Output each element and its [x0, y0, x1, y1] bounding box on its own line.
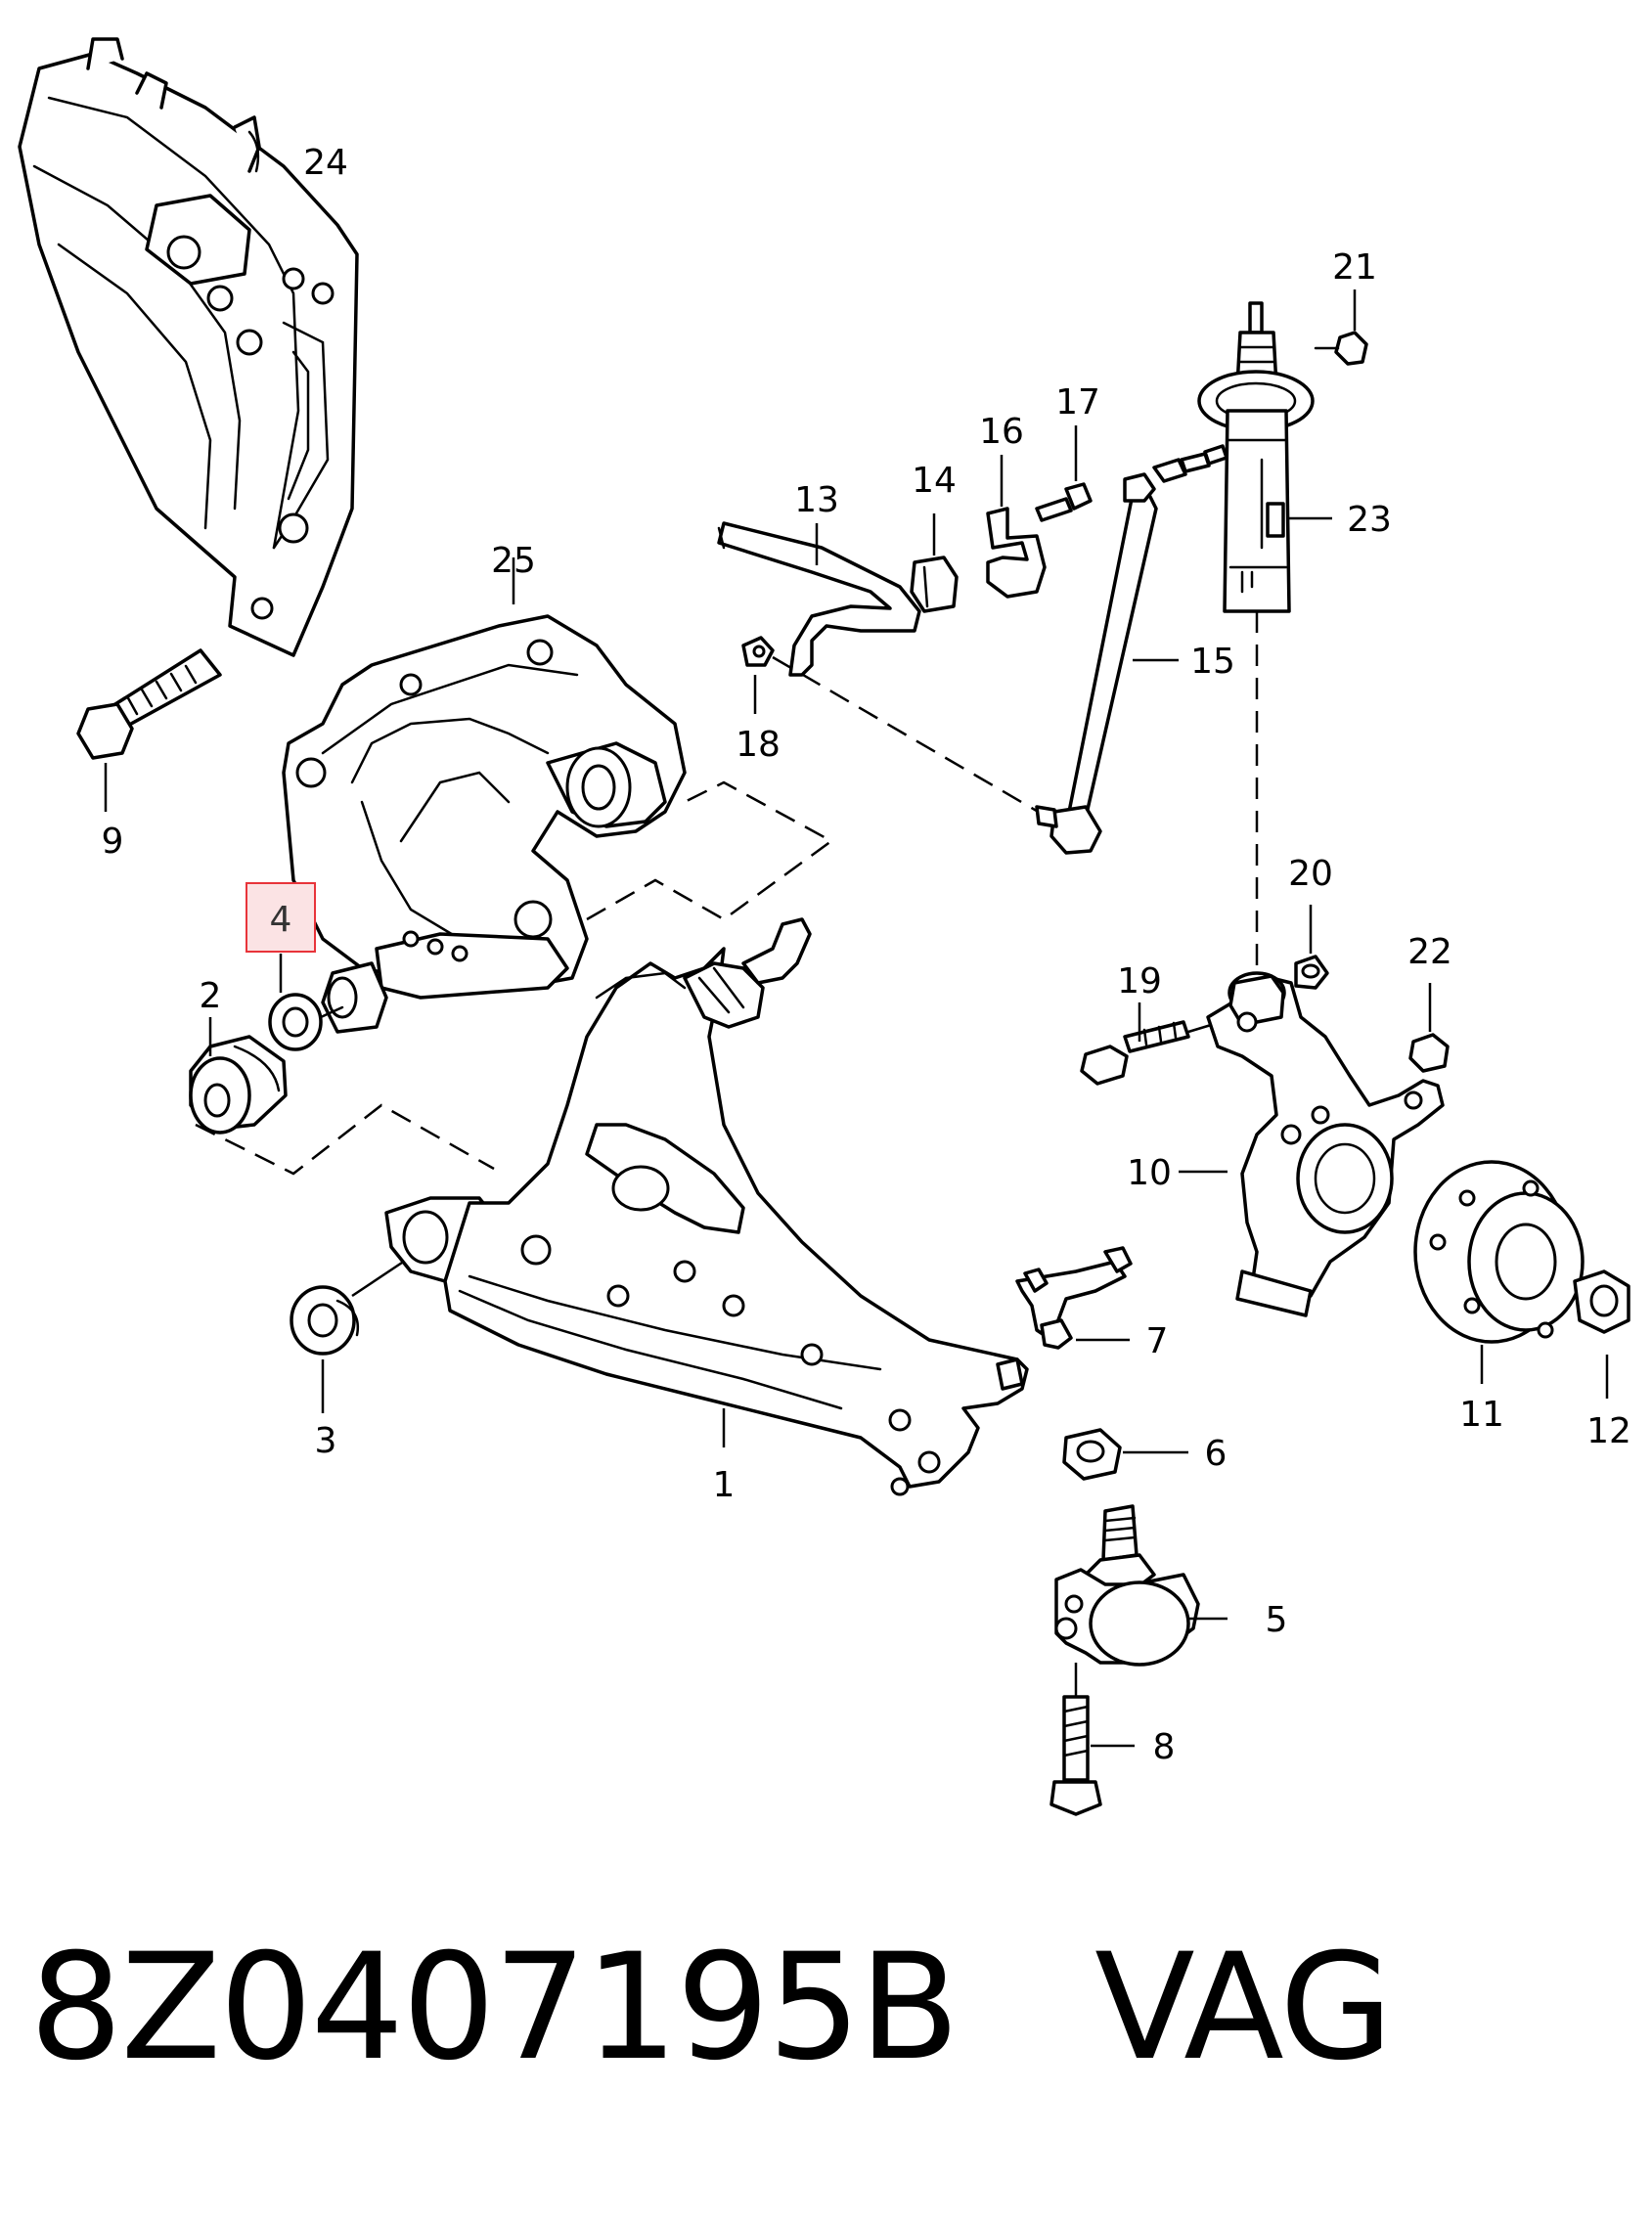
- callout-4-highlight-box: [246, 882, 316, 953]
- callout-17: 17: [1055, 382, 1100, 423]
- part-7-nut-plate: [1015, 1246, 1133, 1350]
- callout-5: 5: [1266, 1600, 1288, 1640]
- callout-13: 13: [794, 480, 839, 520]
- callout-19: 19: [1117, 961, 1162, 1001]
- callout-16: 16: [979, 412, 1024, 452]
- callout-2: 2: [200, 976, 222, 1016]
- callout-labels: 24 9 25 2 3 1 13 14 16 17 18 15 21 23 20…: [102, 143, 1631, 1767]
- callout-15: 15: [1190, 642, 1235, 682]
- callout-9: 9: [102, 822, 124, 862]
- callout-12: 12: [1586, 1411, 1631, 1451]
- part-20-nut: [1294, 905, 1329, 990]
- part-10-steering-knuckle: [1179, 971, 1445, 1317]
- part-8-bolt: [1049, 1663, 1135, 1816]
- part-21-nut: [1314, 289, 1368, 366]
- part-16-clamp: [986, 455, 1047, 599]
- part-11-wheel-hub: [1413, 1160, 1585, 1384]
- callout-10: 10: [1127, 1153, 1172, 1193]
- part-2-bushing: [189, 1017, 495, 1176]
- callout-18: 18: [736, 725, 781, 765]
- callout-22: 22: [1407, 932, 1452, 972]
- callout-8: 8: [1153, 1727, 1176, 1767]
- part-6-nut: [1062, 1428, 1188, 1481]
- part-18-nut: [741, 636, 1048, 819]
- part-22-nut: [1408, 983, 1450, 1073]
- part-17-bolt: [1035, 425, 1093, 522]
- brand-name: VAG: [1094, 1923, 1393, 2093]
- part-1-control-arm: [384, 780, 1259, 1496]
- callout-21: 21: [1332, 247, 1377, 288]
- part-9-bolt: [76, 648, 222, 812]
- part-4-washer: [268, 954, 344, 1051]
- part-24-subframe: [18, 37, 359, 657]
- callout-24: 24: [303, 143, 348, 183]
- part-number: 8Z0407195B: [29, 1923, 960, 2093]
- part-3-bushing: [290, 1255, 412, 1413]
- part-19-bolt: [1080, 1002, 1222, 1086]
- part-15-coupling-rod: [1035, 458, 1187, 855]
- callout-23: 23: [1347, 500, 1392, 540]
- callout-4: 4: [270, 900, 292, 940]
- callout-7: 7: [1146, 1321, 1169, 1361]
- part-23-strut: [1180, 301, 1332, 968]
- callout-1: 1: [713, 1465, 736, 1505]
- part-12-hub-nut: [1573, 1269, 1630, 1399]
- callout-3: 3: [315, 1421, 337, 1461]
- callout-25: 25: [491, 541, 536, 581]
- part-25-bracket: [282, 557, 687, 1034]
- callout-6: 6: [1205, 1434, 1228, 1474]
- part-13-stabilizer-bar: [717, 521, 921, 677]
- part-number-caption: 8Z0407195B VAG: [29, 1923, 1393, 2093]
- callout-11: 11: [1459, 1395, 1504, 1435]
- callout-20: 20: [1288, 854, 1333, 894]
- part-5-ball-joint: [1054, 1504, 1228, 1667]
- callout-14: 14: [912, 461, 957, 501]
- part-14-bush: [910, 513, 959, 613]
